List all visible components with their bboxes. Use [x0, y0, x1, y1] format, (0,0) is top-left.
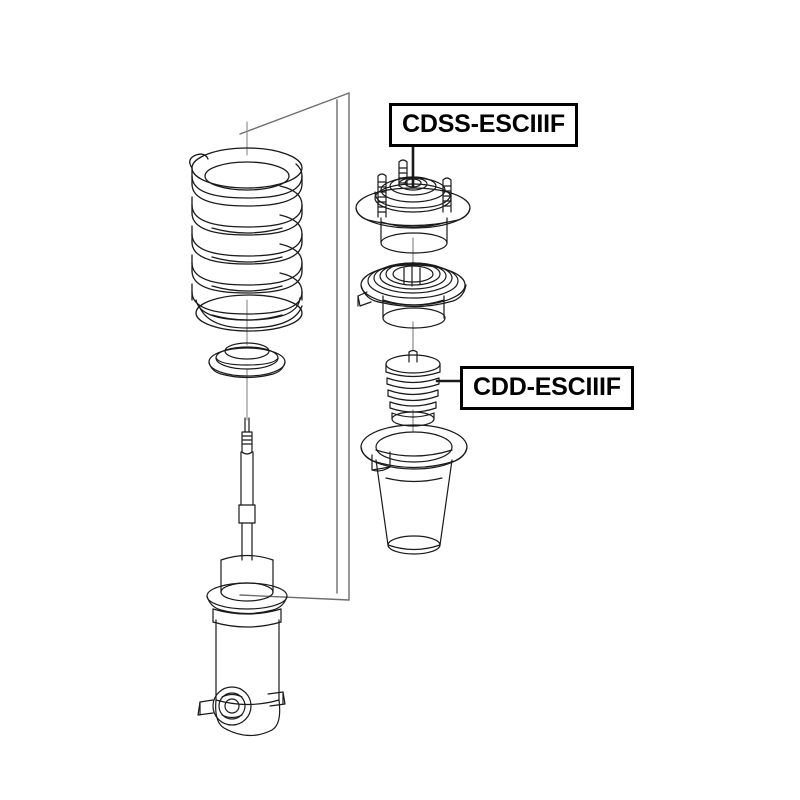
strut-bearing: [357, 262, 467, 329]
shock-absorber: [197, 417, 288, 737]
leader-lines: [411, 144, 464, 383]
spring-seat: [208, 342, 286, 379]
part-label-cdss[interactable]: CDSS-ESCIIIF: [389, 103, 578, 147]
coil-spring: [189, 147, 303, 332]
bump-stop: [385, 349, 441, 427]
assembly-reference-plane: [239, 92, 350, 601]
part-label-cdd[interactable]: CDD-ESCIIIF: [460, 366, 634, 410]
dust-cover: [360, 424, 468, 555]
